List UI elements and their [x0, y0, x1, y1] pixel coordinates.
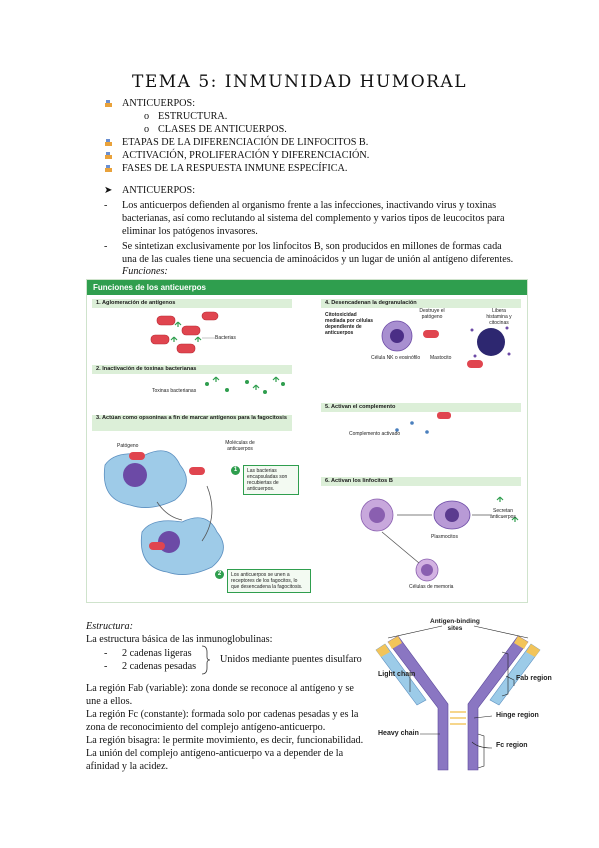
callout-1: Las bacterias encapsuladas son recubiert…: [243, 465, 299, 495]
paragraph-line: une a ellos.: [86, 696, 133, 707]
bullet-icon: [105, 139, 112, 146]
antibody-diagram: [375, 625, 541, 771]
label-toxinas: Toxinas bacterianas: [152, 388, 197, 394]
label-libera: Libera histamina y citocinas: [486, 308, 512, 326]
funciones-label: Funciones:: [122, 266, 168, 277]
label-secretan: Secretan anticuerpos: [490, 508, 516, 520]
paragraph-line: La región bisagra: le permite movimiento…: [86, 735, 364, 746]
label-moleculas: Moléculas de anticuerpos: [225, 440, 255, 452]
label-complemento: Complemento activado: [349, 431, 401, 437]
brace-icon: [201, 645, 211, 675]
panel1-title: 1. Aglomeración de antígenos: [92, 299, 292, 308]
paragraph-line: La región Fc (constante): formada solo p…: [86, 709, 359, 720]
label-nk: Célula NK o eosinófilo: [371, 355, 421, 361]
arrow-bullet-icon: ➤: [104, 185, 113, 196]
page-title: TEMA 5: INMUNIDAD HUMORAL: [132, 72, 467, 92]
figure-header: Funciones de los anticuerpos: [87, 280, 527, 295]
label-heavy-chain: Heavy chain: [378, 730, 419, 737]
paragraph-line: Los anticuerpos defienden al organismo f…: [122, 200, 497, 211]
chain-item: 2 cadenas ligeras: [122, 648, 192, 659]
panel3-title: 3. Actúan como opsoninas a fin de marcar…: [92, 415, 292, 431]
figure-artwork: [103, 311, 519, 582]
outline-item-activacion: ACTIVACIÓN, PROLIFERACIÓN Y DIFERENCIACI…: [122, 150, 370, 161]
outline-sub-clases: CLASES DE ANTICUERPOS.: [158, 124, 287, 135]
label-fc-region: Fc region: [496, 742, 528, 749]
paragraph-line: una de las cuales tiene una secuencia de…: [122, 254, 514, 265]
label-plasmocitos: Plasmocitos: [431, 534, 458, 540]
label-bacterias: Bacterias: [215, 335, 236, 341]
estructura-heading: Estructura:: [86, 621, 133, 632]
label-memoria: Células de memoria: [409, 584, 454, 590]
panel4-title: 4. Desencadenan la degranulación: [321, 299, 521, 308]
bullet-icon: [105, 152, 112, 159]
callout-2: Los anticuerpos se unen a receptores de …: [227, 569, 311, 593]
paragraph-line: bacterianas, así como reclutando al sist…: [122, 213, 505, 224]
panel5-title: 5. Activan el complemento: [321, 403, 521, 412]
brace-label: Unidos mediante puentes disulfaro: [220, 654, 362, 665]
label-fab-region: Fab region: [516, 675, 552, 682]
antibody-functions-figure: Funciones de los anticuerpos: [86, 279, 528, 603]
panel6-title: 6. Activan los linfocitos B: [321, 477, 521, 486]
paragraph-line: eliminar los patógenos invasores.: [122, 226, 258, 237]
outline-sub-estructura: ESTRUCTURA.: [158, 111, 228, 122]
outline-item-etapas: ETAPAS DE LA DIFERENCIACIÓN DE LINFOCITO…: [122, 137, 369, 148]
section-heading: ANTICUERPOS:: [122, 185, 196, 196]
label-mastocito: Mastocito: [430, 355, 452, 361]
label-citotoxicidad: Citotoxicidad mediada por células depend…: [325, 312, 374, 336]
panel2-title: 2. Inactivación de toxinas bacterianas: [92, 365, 292, 374]
callout-number: 2: [215, 570, 224, 579]
label-hinge-region: Hinge region: [496, 712, 539, 719]
paragraph-line: Se sintetizan exclusivamente por los lin…: [122, 241, 502, 252]
chain-item: 2 cadenas pesadas: [122, 661, 197, 672]
paragraph-line: La unión del complejo antígeno-anticuerp…: [86, 748, 344, 759]
estructura-intro: La estructura básica de las inmunoglobul…: [86, 634, 273, 645]
outline-item-anticuerpos: ANTICUERPOS:: [122, 98, 196, 109]
outline-item-fases: FASES DE LA RESPUESTA INMUNE ESPECÍFICA.: [122, 163, 348, 174]
paragraph-line: afinidad y la acidez.: [86, 761, 169, 772]
paragraph-line: La región Fab (variable): zona donde se …: [86, 683, 354, 694]
paragraph-line: zona de reconocimiento del complejo antí…: [86, 722, 326, 733]
callout-number: 1: [231, 466, 240, 475]
bullet-icon: [105, 165, 112, 172]
label-destruye: Destruye el patógeno: [419, 308, 445, 320]
label-light-chain: Light chain: [378, 671, 416, 678]
label-patogeno: Patógeno: [117, 443, 139, 449]
bullet-icon: [105, 100, 112, 107]
